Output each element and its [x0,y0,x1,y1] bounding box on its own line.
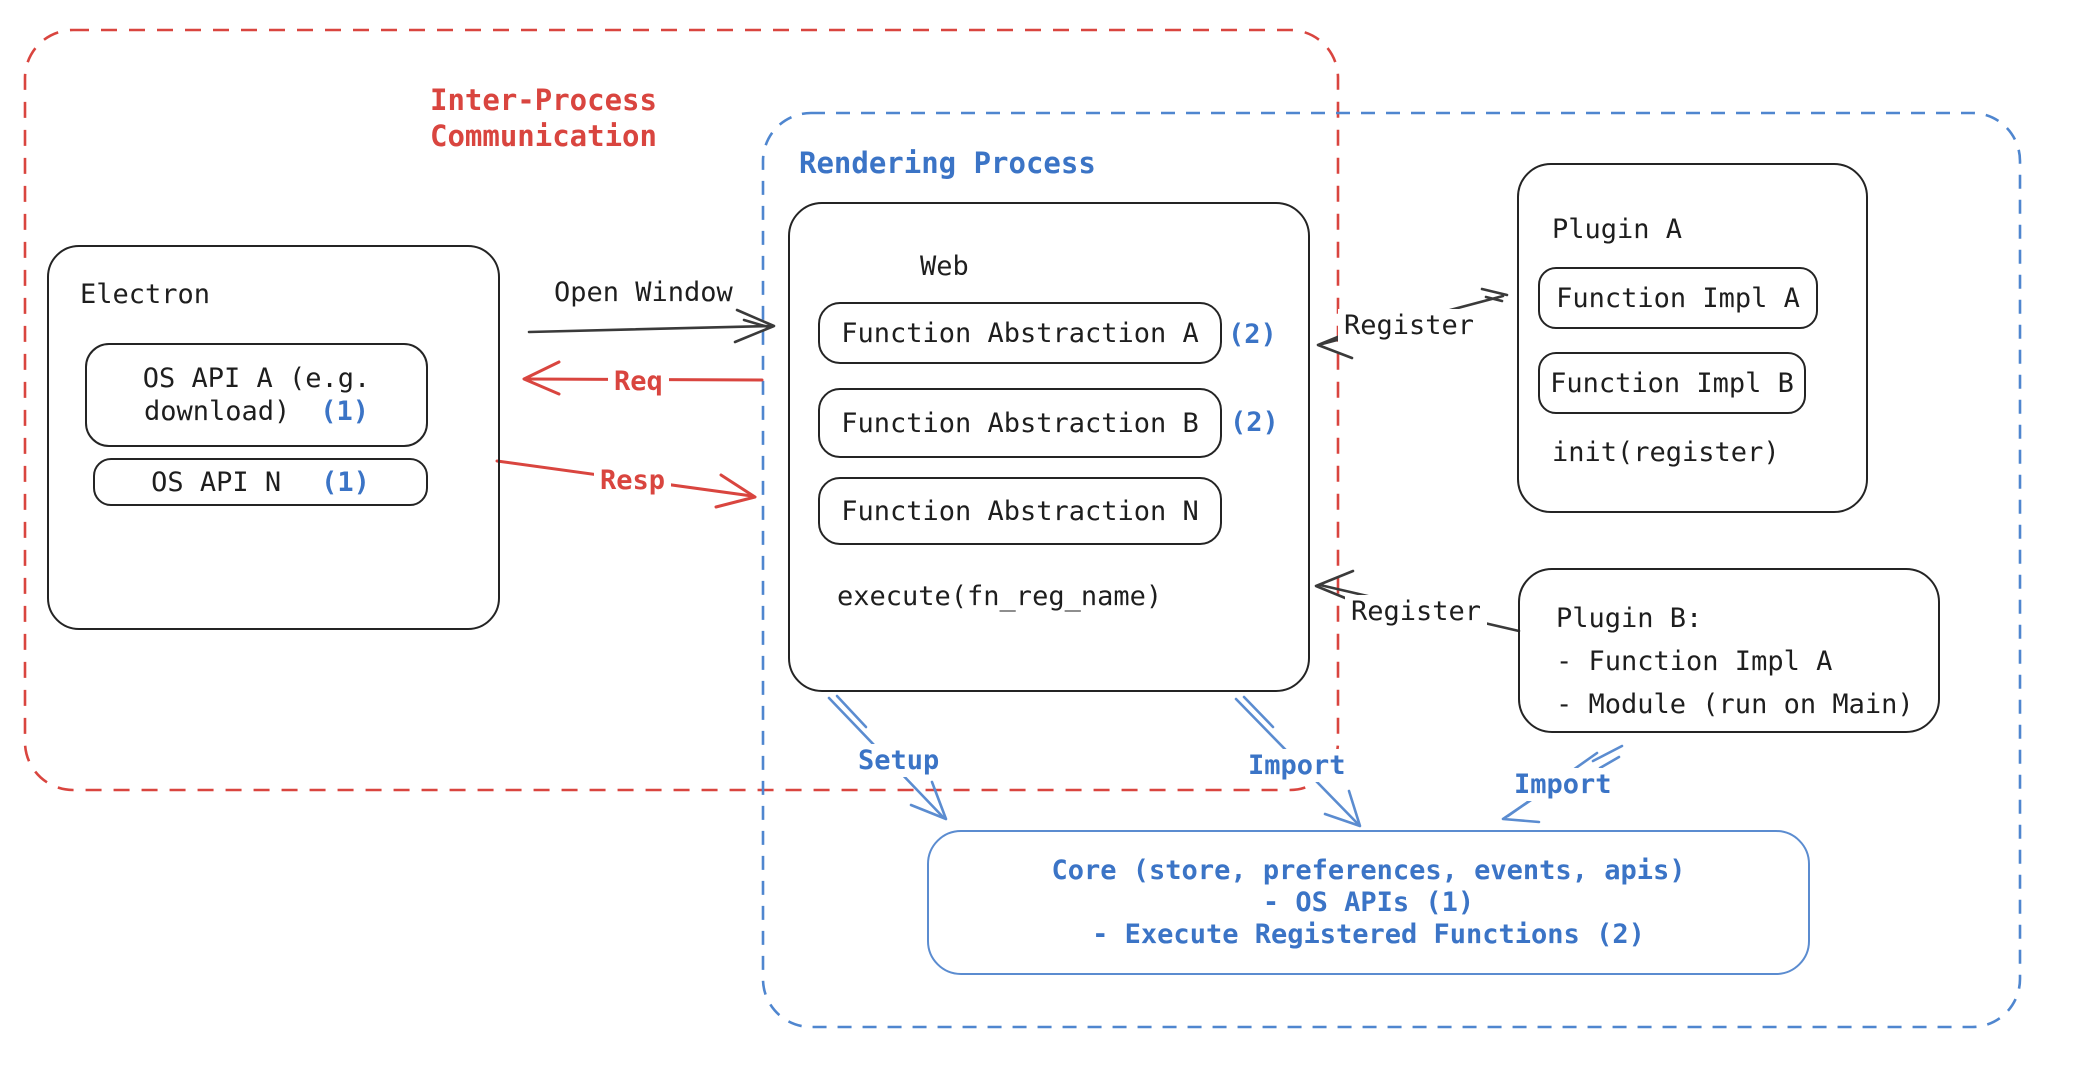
function-abstraction-b-badge: (2) [1230,407,1279,438]
open-window-arrow [527,308,776,344]
function-impl-a-box: Function Impl A [1538,267,1818,329]
register-top-label: Register [1338,309,1481,342]
import-plugin-label: Import [1508,768,1618,801]
function-abstraction-a-badge: (2) [1228,319,1277,350]
req-label: Req [608,365,669,398]
register-bottom-label: Register [1345,595,1488,628]
plugin-b-line2: - Module (run on Main) [1556,689,1914,720]
web-title: Web [920,251,969,282]
function-abstraction-n-box: Function Abstraction N [818,477,1222,545]
plugin-a-box [1517,163,1868,513]
core-line2: - OS APIs (1) [1262,887,1475,918]
resp-label: Resp [594,464,672,497]
init-register-label: init(register) [1552,437,1780,468]
function-abstraction-b-box: Function Abstraction B [818,388,1222,458]
setup-label: Setup [852,744,946,777]
core-line3: - Execute Registered Functions (2) [1092,919,1645,950]
os-api-n-box: OS API N (1) [93,458,428,506]
electron-title: Electron [80,279,211,310]
function-abstraction-a-box: Function Abstraction A [818,302,1222,364]
ipc-region-border [23,28,1340,792]
function-impl-a-label: Function Impl A [1556,282,1800,314]
os-api-a-box: OS API A (e.g. download) (1) [85,343,428,447]
function-impl-b-box: Function Impl B [1538,352,1806,414]
os-api-n-label: OS API N [151,466,282,498]
function-abstraction-n-label: Function Abstraction N [841,495,1199,527]
plugin-b-line1: - Function Impl A [1556,646,1833,677]
plugin-b-title: Plugin B: [1556,603,1703,634]
os-api-n-badge: (1) [321,466,370,498]
rendering-region-border [761,111,2022,1029]
os-api-a-badge: (1) [320,396,370,427]
plugin-b-box [1518,568,1940,733]
os-api-a-line2: download) [143,396,291,427]
core-line1: Core (store, preferences, events, apis) [1051,855,1686,886]
plugin-b-text: Plugin B: - Function Impl A - Module (ru… [1556,597,1914,726]
function-abstraction-b-label: Function Abstraction B [841,407,1199,439]
core-text: Core (store, preferences, events, apis) … [927,855,1810,951]
web-box [788,202,1310,692]
core-box [927,830,1810,975]
plugin-a-title: Plugin A [1552,214,1683,245]
electron-box [47,245,500,630]
function-impl-b-label: Function Impl B [1550,367,1794,399]
os-api-a-line1: OS API A (e.g. [142,363,371,394]
execute-label: execute(fn_reg_name) [837,581,1163,612]
rendering-region-label: Rendering Process [799,146,1096,180]
open-window-label: Open Window [554,277,733,308]
import-web-label: Import [1242,749,1352,782]
function-abstraction-a-label: Function Abstraction A [841,317,1199,349]
